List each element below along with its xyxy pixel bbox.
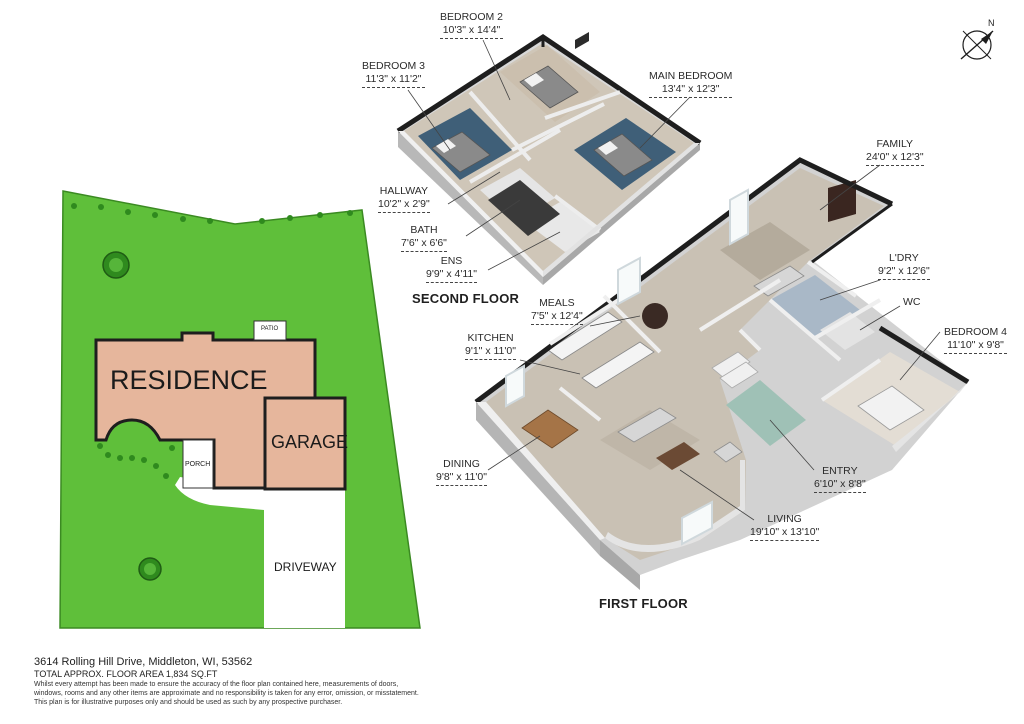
stairs — [711, 351, 759, 389]
room-name: KITCHEN — [467, 332, 514, 344]
dining-table — [521, 409, 579, 449]
room-name: ENTRY — [822, 465, 858, 477]
room-name: MEALS — [539, 297, 575, 309]
compass-north-label: N — [988, 18, 995, 28]
room-name: BEDROOM 2 — [440, 11, 504, 23]
room-dims: 9'8" x 11'0" — [436, 471, 487, 486]
property-address: 3614 Rolling Hill Drive, Middleton, WI, … — [34, 656, 253, 668]
hedge-row — [71, 203, 353, 479]
room-label-family: FAMILY 24'0" x 12'3" — [866, 138, 924, 166]
room-label-hallway: HALLWAY 10'2" x 2'9" — [378, 185, 430, 213]
kitchen-counters — [547, 311, 655, 389]
room-name: LIVING — [767, 513, 802, 525]
room-label-entry: ENTRY 6'10" x 8'8" — [814, 465, 866, 493]
driveway-label: DRIVEWAY — [274, 560, 337, 574]
room-name: DINING — [443, 458, 480, 470]
coffee-table — [656, 442, 700, 470]
room-label-bedroom2: BEDROOM 2 10'3" x 14'4" — [440, 11, 504, 39]
tree-icon — [102, 251, 162, 581]
first-floor-model — [474, 31, 970, 590]
room-dims: 7'6" x 6'6" — [401, 237, 447, 252]
room-dims: 10'3" x 14'4" — [440, 24, 504, 39]
room-dims: 7'5" x 12'4" — [531, 310, 583, 325]
residence-footprint — [94, 331, 317, 490]
room-name: FAMILY — [876, 138, 914, 150]
armchair — [713, 441, 743, 463]
meals-table — [642, 303, 668, 329]
site-plan — [59, 190, 421, 629]
room-label-bath: BATH 7'6" x 6'6" — [401, 224, 447, 252]
room-dims: 9'1" x 11'0" — [465, 345, 516, 360]
room-dims: 24'0" x 12'3" — [866, 151, 924, 166]
room-dims: 9'2" x 12'6" — [878, 265, 930, 280]
room-label-meals: MEALS 7'5" x 12'4" — [531, 297, 583, 325]
patio-slab — [253, 320, 287, 341]
room-name: WC — [903, 296, 921, 308]
room-label-living: LIVING 19'10" x 13'10" — [750, 513, 820, 541]
room-name: L'DRY — [888, 252, 919, 264]
porch-label: PORCH — [185, 461, 211, 468]
total-floor-area: TOTAL APPROX. FLOOR AREA 1,834 SQ.FT — [34, 669, 218, 679]
garage-footprint — [263, 396, 347, 491]
disclaimer-line: Whilst every attempt has been made to en… — [34, 681, 399, 688]
residence-label: RESIDENCE — [110, 365, 268, 395]
room-label-wc: WC — [903, 296, 921, 309]
room-dims: 10'2" x 2'9" — [378, 198, 430, 213]
room-label-laundry: L'DRY 9'2" x 12'6" — [878, 252, 930, 280]
room-dims: 13'4" x 12'3" — [649, 83, 733, 98]
room-name: ENS — [440, 255, 463, 267]
room-dims: 11'3" x 11'2" — [362, 73, 426, 88]
room-dims: 9'9" x 4'11" — [426, 268, 477, 283]
room-name: MAIN BEDROOM — [649, 70, 733, 82]
second-floor-model — [396, 34, 702, 285]
porch-slab — [182, 439, 214, 489]
plan-footer: 3614 Rolling Hill Drive, Middleton, WI, … — [34, 656, 654, 707]
living-sofa — [617, 407, 677, 443]
driveway-surface — [264, 489, 345, 628]
room-label-ens: ENS 9'9" x 4'11" — [426, 255, 477, 283]
room-label-kitchen: KITCHEN 9'1" x 11'0" — [465, 332, 516, 360]
bed4 — [857, 385, 925, 431]
family-rug — [720, 222, 810, 280]
room-label-bedroom4: BEDROOM 4 11'10" x 9'8" — [944, 326, 1008, 354]
entry-floor — [726, 380, 806, 446]
room-label-main-bedroom: MAIN BEDROOM 13'4" x 12'3" — [649, 70, 733, 98]
garage-label: GARAGE — [271, 432, 349, 452]
wc-floor — [820, 312, 875, 350]
room-label-dining: DINING 9'8" x 11'0" — [436, 458, 487, 486]
disclaimer-line: This plan is for illustrative purposes o… — [34, 699, 343, 706]
room-name: BEDROOM 3 — [362, 60, 426, 72]
room-dims: 19'10" x 13'10" — [750, 526, 820, 541]
room-label-bedroom3: BEDROOM 3 11'3" x 11'2" — [362, 60, 426, 88]
disclaimer-line: windows, rooms and any other items are a… — [34, 690, 419, 697]
first-floor-title: FIRST FLOOR — [599, 596, 688, 611]
room-dims: 6'10" x 8'8" — [814, 478, 866, 493]
second-floor-title: SECOND FLOOR — [412, 291, 520, 306]
room-name: BEDROOM 4 — [944, 326, 1008, 338]
compass-icon — [960, 30, 994, 60]
room-name: HALLWAY — [379, 185, 428, 197]
stair-void — [488, 180, 560, 236]
patio-label: PATIO — [261, 326, 279, 332]
room-name: BATH — [410, 224, 438, 236]
fireplace — [828, 180, 856, 222]
leader-lines — [407, 39, 941, 521]
room-dims: 11'10" x 9'8" — [944, 339, 1008, 354]
